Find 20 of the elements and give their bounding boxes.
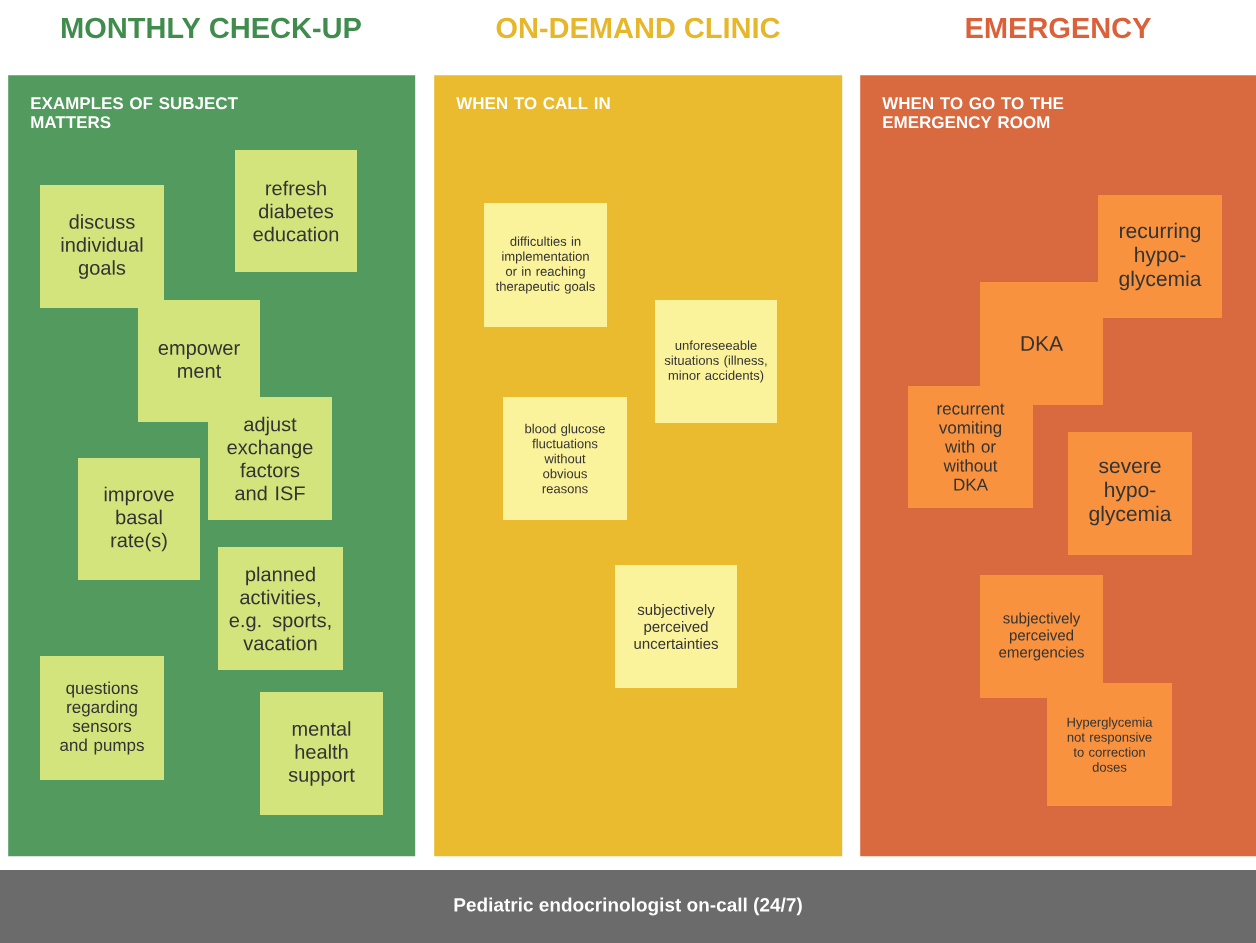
sticky-note: adjust exchange factors and ISF: [208, 397, 332, 520]
sticky-note: improve basal rate(s): [78, 458, 200, 580]
sticky-note: subjectively perceived emergencies: [980, 575, 1103, 698]
sticky-note: Hyperglycemia not responsive to correction doses: [1047, 683, 1172, 806]
sticky-note: subjectively perceived uncertainties: [615, 565, 737, 688]
sticky-note: blood glucose fluctuations without obvious reasons: [503, 397, 627, 520]
sticky-note: recurrent vomiting with or without DKA: [908, 386, 1033, 508]
column-heading: MONTHLY CHECK-UP: [62, 17, 361, 39]
sticky-note: recurring hypo- glycemia: [1098, 195, 1222, 318]
sticky-note: planned activities, e.g. sports, vacation: [218, 547, 343, 670]
sticky-note: severe hypo- glycemia: [1068, 432, 1192, 555]
sticky-note: unforeseeable situations (illness, minor accidents): [655, 300, 777, 423]
sticky-note: difficulties in implementation or in reaching therapeutic goals: [484, 203, 607, 327]
sticky-note: discuss individual goals: [40, 185, 164, 308]
footer-bar: Pediatric endocrinologist on-call (24/7): [0, 870, 1256, 943]
column-heading: ON-DEMAND CLINIC: [496, 17, 780, 39]
column-heading: EMERGENCY: [966, 17, 1151, 39]
sticky-note: refresh diabetes education: [235, 150, 357, 272]
sticky-note: mental health support: [260, 692, 383, 815]
sticky-note: questions regarding sensors and pumps: [40, 656, 164, 780]
